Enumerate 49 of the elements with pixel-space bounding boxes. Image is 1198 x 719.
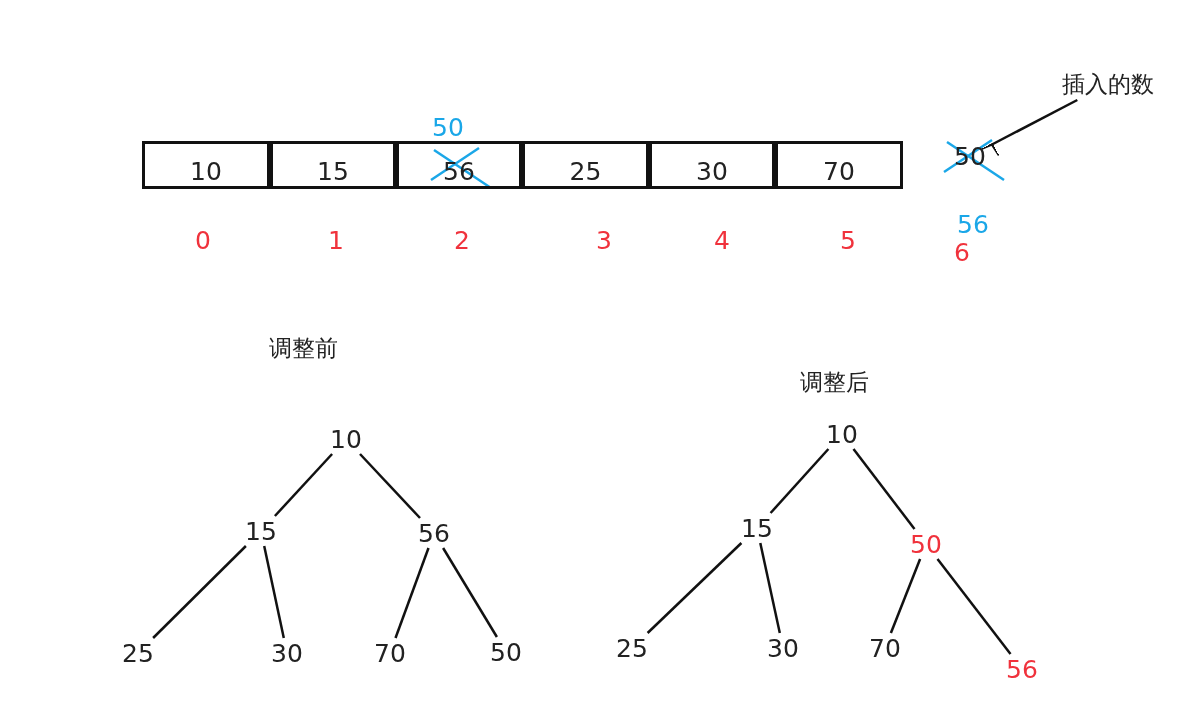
tree-node-value: 56 xyxy=(1006,654,1038,684)
tree-node-value: 30 xyxy=(271,638,303,668)
tree-node-value: 56 xyxy=(418,518,450,548)
array-cell xyxy=(270,141,396,189)
tree-node-value: 70 xyxy=(869,633,901,663)
tree-node-value: 30 xyxy=(767,633,799,663)
replacement-value: 50 xyxy=(432,112,464,142)
tree-node-value: 15 xyxy=(741,513,773,543)
tree-edge xyxy=(852,448,916,530)
tree-node-value: 70 xyxy=(374,638,406,668)
tree-edge xyxy=(152,545,247,639)
tree-edge xyxy=(759,542,782,634)
index-number: 5 xyxy=(840,225,856,255)
tree-node-value: 25 xyxy=(122,638,154,668)
tree-title: 调整后 xyxy=(799,367,869,397)
tree-edge xyxy=(394,547,430,639)
cell-value: 70 xyxy=(823,157,855,186)
index-number: 6 xyxy=(954,237,970,267)
tree-node-value: 15 xyxy=(245,516,277,546)
array-cell xyxy=(522,141,649,189)
note-text: 插入的数 xyxy=(1062,69,1154,99)
cell-value: 30 xyxy=(696,157,728,186)
index-number: 2 xyxy=(454,225,470,255)
array-cell xyxy=(775,141,903,189)
array-cell xyxy=(649,141,775,189)
index-number: 3 xyxy=(596,225,612,255)
tree-edge xyxy=(936,558,1012,655)
tree-edge xyxy=(646,542,743,634)
tree-node-value: 10 xyxy=(826,419,858,449)
array-cell xyxy=(142,141,270,189)
replacement-value: 56 xyxy=(957,209,989,239)
cell-value: 10 xyxy=(190,157,222,186)
index-number: 0 xyxy=(195,225,211,255)
tree-node-value: 10 xyxy=(330,424,362,454)
cell-value: 15 xyxy=(317,157,349,186)
cell-value: 25 xyxy=(569,157,602,186)
tree-edge xyxy=(262,545,286,639)
index-number: 1 xyxy=(328,225,344,255)
array-cell xyxy=(396,141,522,189)
tree-node-value: 25 xyxy=(616,633,648,663)
tree-edge xyxy=(274,453,333,517)
tree-edge xyxy=(769,448,830,514)
tree-node-value: 50 xyxy=(910,529,942,559)
tree-edge xyxy=(442,547,498,638)
tree-node-value: 50 xyxy=(490,637,522,667)
tree-title: 调整前 xyxy=(268,333,338,363)
tree-edge xyxy=(889,558,922,634)
tree-edge xyxy=(359,453,421,519)
index-number: 4 xyxy=(714,225,730,255)
